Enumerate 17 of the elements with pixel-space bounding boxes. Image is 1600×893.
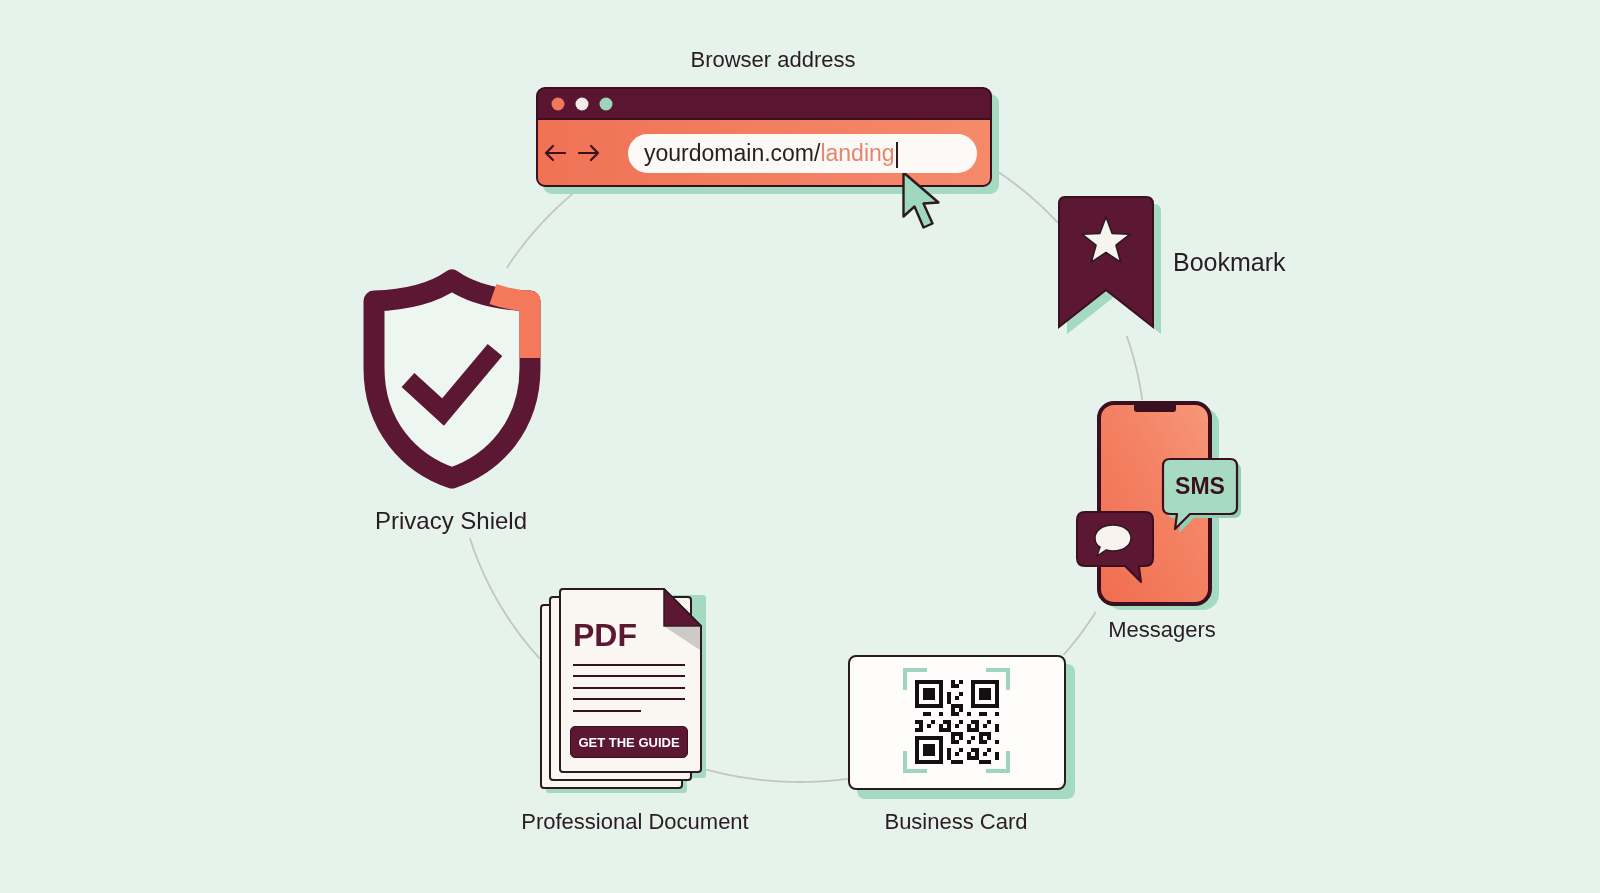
connector-line [1125,335,1144,401]
node-label: Browser address [690,46,856,74]
connector-line [998,171,1059,224]
connector-line [469,537,541,660]
node-label: Privacy Shield [374,506,528,536]
node-label: Bookmark [1173,247,1286,277]
speech-bubble [1160,457,1242,534]
bubble-label: SMS [1175,473,1225,501]
connector-line [505,193,574,269]
caption-text: Professional Document [521,808,749,836]
node-label: Business Card [884,808,1028,836]
node-label: Messagers [1108,616,1216,644]
connector-line [1062,611,1097,656]
connector-line [705,768,849,783]
guide-button: GET THE GUIDE [570,726,688,758]
file-type-label: PDF [573,615,637,655]
address-field: yourdomain.com/landing [628,134,977,173]
